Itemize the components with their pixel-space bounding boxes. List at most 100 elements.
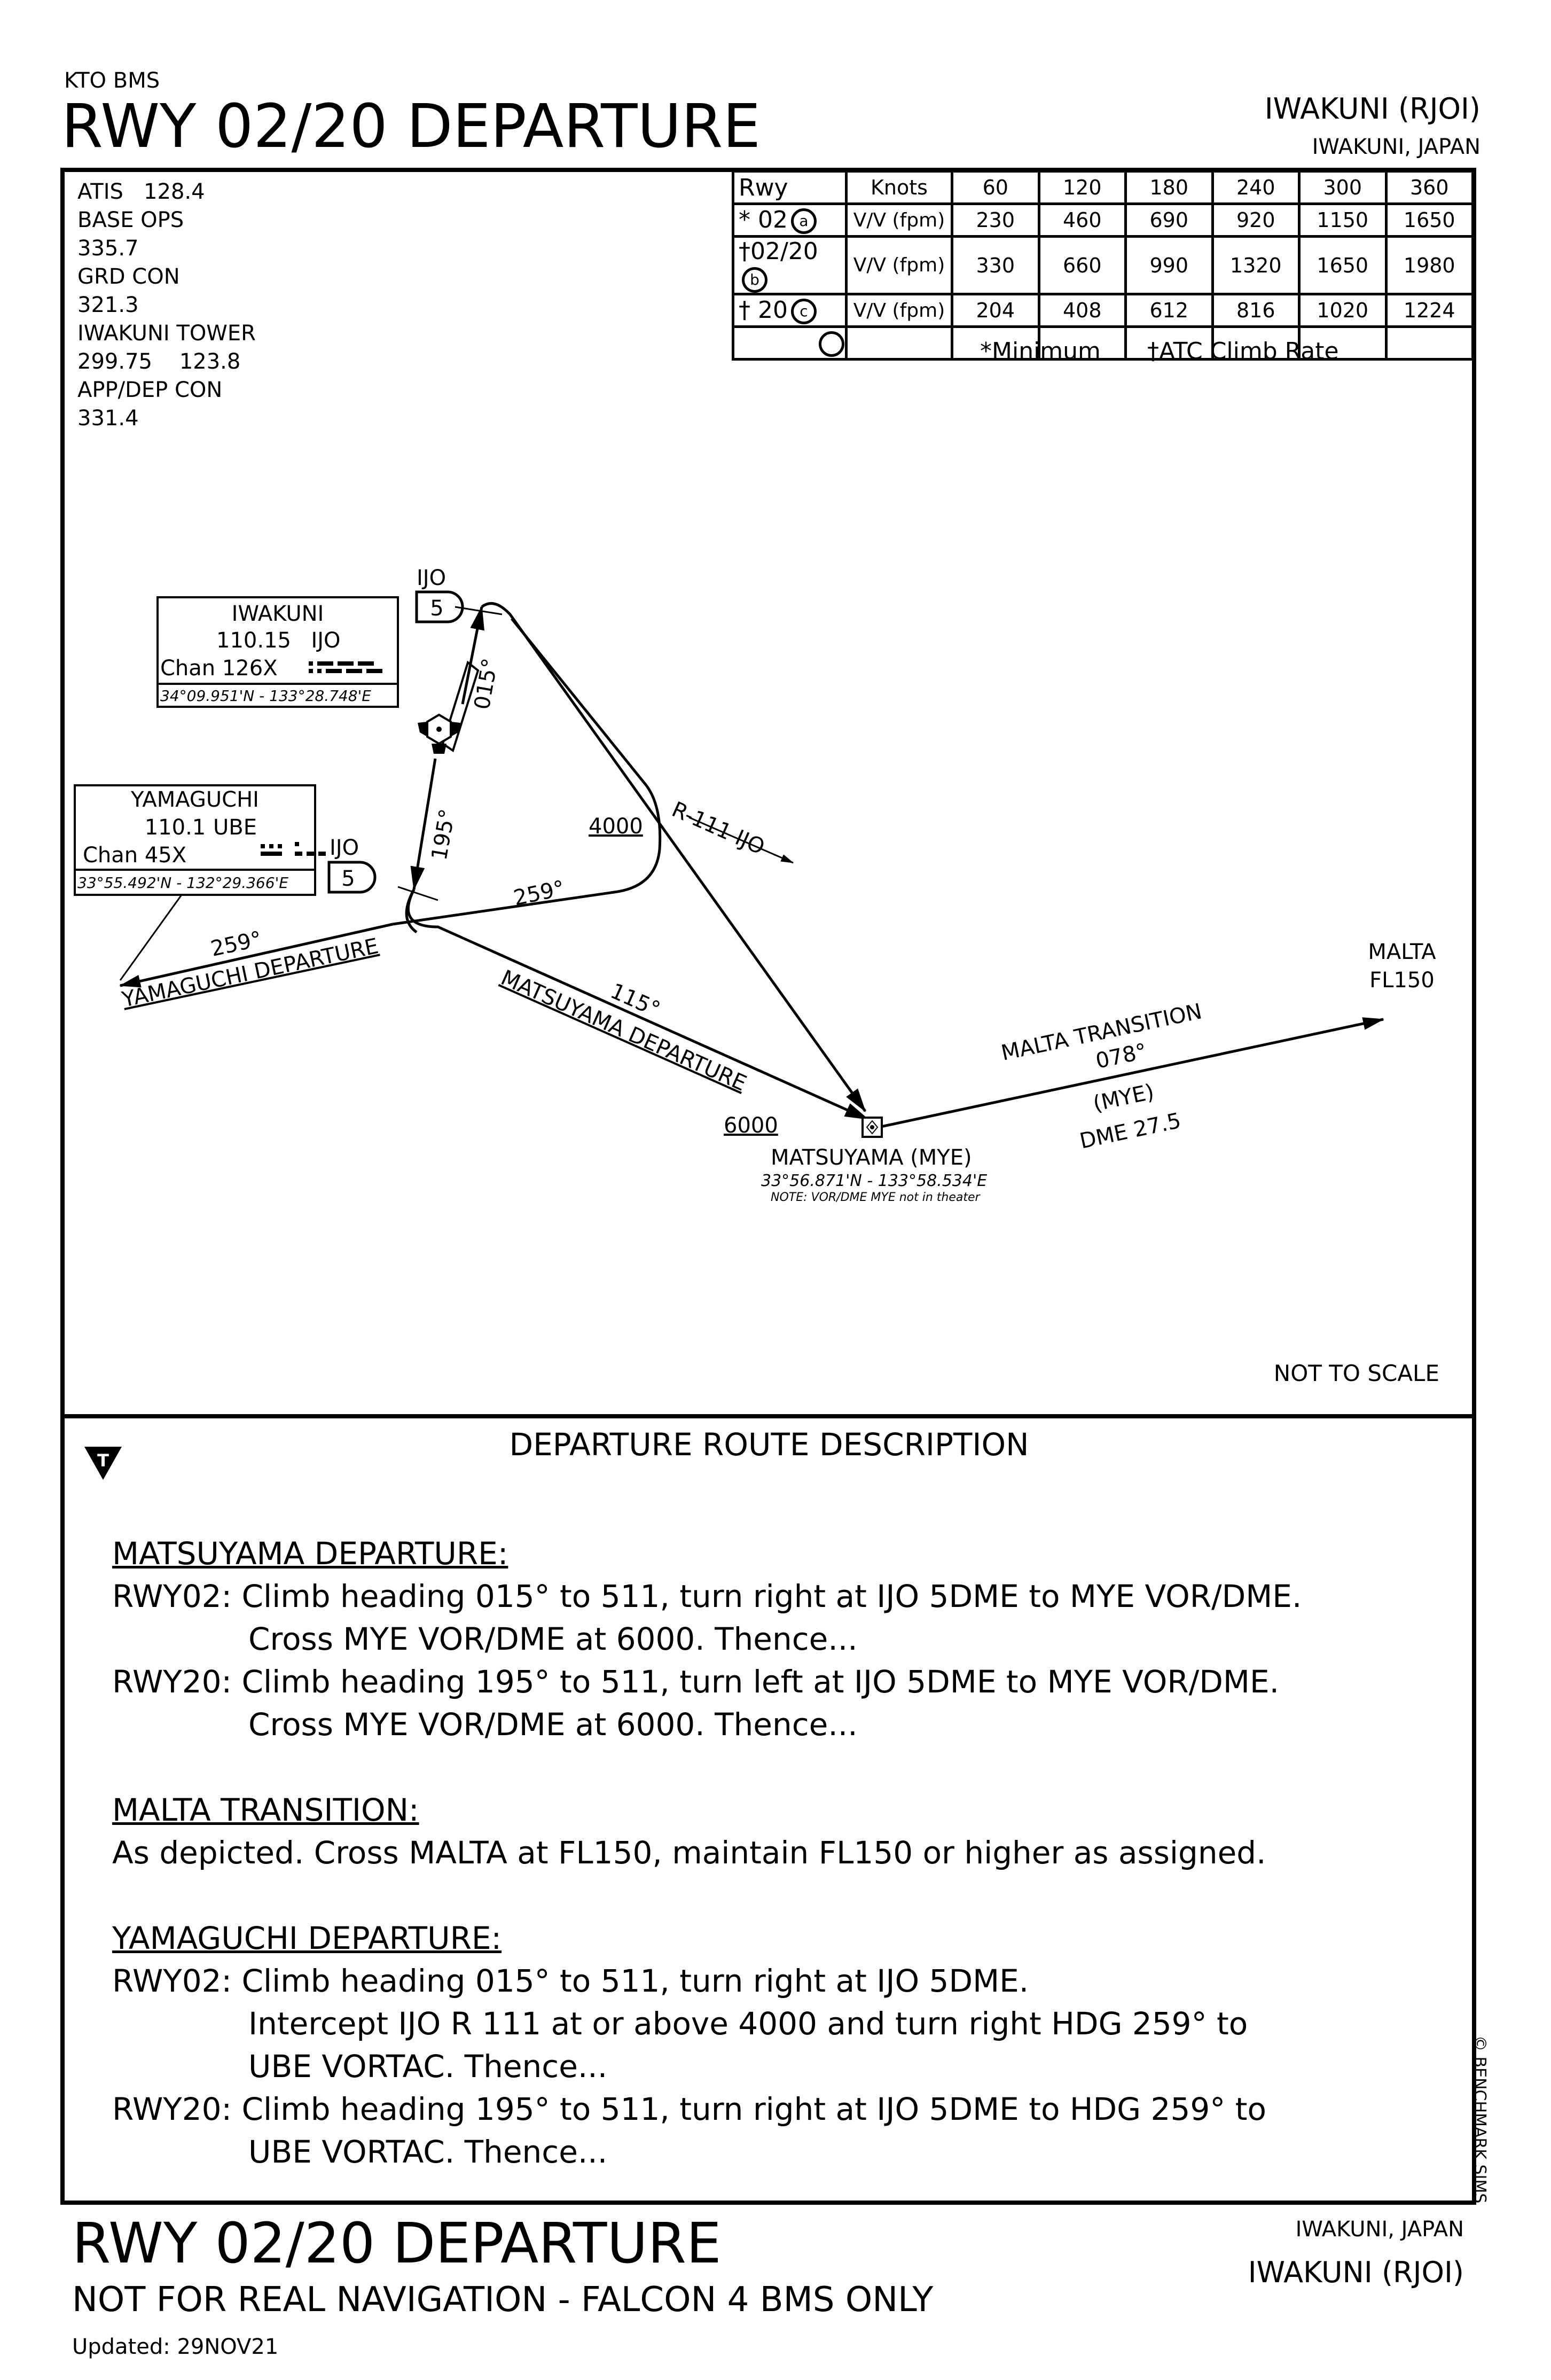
table-cell: 408 <box>1037 293 1127 328</box>
label-r111: R-111 IJO <box>668 797 768 860</box>
footer-updated: Updated: 29NOV21 <box>72 2335 279 2359</box>
table-cell: 816 <box>1211 293 1301 328</box>
morse-code <box>261 842 326 856</box>
description-line: RWY20: Climb heading 195° to 511, turn r… <box>112 2091 1266 2127</box>
description-line: Intercept IJO R 111 at or above 4000 and… <box>248 2006 1248 2042</box>
table-cell <box>1298 325 1388 361</box>
description-section-yamaguchi: YAMAGUCHI DEPARTURE: RWY02: Climb headin… <box>112 1917 1266 2173</box>
label-259-upper: 259° <box>512 876 567 911</box>
rwy20-climb-195 <box>410 758 437 891</box>
table-header-row: Rwy Knots 60 120 180 240 300 360 <box>732 170 1474 205</box>
table-header-cell: 300 <box>1298 170 1388 205</box>
table-header-cell: 360 <box>1384 170 1474 205</box>
chart-frame <box>60 168 1476 2205</box>
morse-code <box>309 661 382 673</box>
description-line: UBE VORTAC. Thence... <box>248 2134 608 2170</box>
description-section-matsuyama: MATSUYAMA DEPARTURE: RWY02: Climb headin… <box>112 1532 1302 1746</box>
table-cell-rwy: †02/20b <box>732 235 848 295</box>
table-cell: 1650 <box>1298 235 1388 295</box>
table-header-cell: Rwy <box>732 170 848 205</box>
rwy02-climb-015 <box>461 605 484 705</box>
description-title: DEPARTURE ROUTE DESCRIPTION <box>509 1426 1029 1463</box>
freq-base-ops: BASE OPS <box>77 208 184 232</box>
chart-source: KTO BMS <box>64 68 160 93</box>
footer-airport: IWAKUNI (RJOI) <box>1248 2256 1464 2289</box>
description-line: Cross MYE VOR/DME at 6000. Thence... <box>248 1621 858 1657</box>
table-cell <box>1124 325 1214 361</box>
hdg-259-to-ube <box>119 923 393 988</box>
ijo5-tick-south <box>397 886 438 901</box>
not-to-scale: NOT TO SCALE <box>1274 1360 1439 1386</box>
navaid-channel: Chan 45X <box>83 843 186 868</box>
footer-city: IWAKUNI, JAPAN <box>1295 2217 1464 2242</box>
route-lines <box>119 602 1384 1129</box>
label-matsuyama-name: MATSUYAMA (MYE) <box>771 1145 972 1170</box>
table-row <box>732 325 1474 361</box>
navaid-freq: 110.1 <box>145 815 206 840</box>
table-cell: V/V (fpm) <box>845 293 953 328</box>
turn-to-259-from-north <box>392 618 662 926</box>
frequency-list: ATIS 128.4 BASE OPS 335.7 GRD CON 321.3 … <box>77 178 256 433</box>
table-header-cell: 240 <box>1211 170 1301 205</box>
runway-code-circle: a <box>790 208 817 234</box>
label-matsuyama-note: NOTE: VOR/DME MYE not in theater <box>771 1191 981 1204</box>
navaid-ident: UBE <box>213 815 257 840</box>
table-cell: 1020 <box>1298 293 1388 328</box>
r111-ijo-radial <box>688 816 794 864</box>
iwakuni-vortac-icon <box>418 713 460 754</box>
ube-leader <box>119 894 183 981</box>
runway-code-circle: b <box>742 267 767 293</box>
takeoff-minimums-icon: T <box>84 1447 122 1480</box>
description-line: UBE VORTAC. Thence... <box>248 2048 608 2085</box>
right-turn-to-mye <box>481 602 867 1112</box>
runway-code-circle: c <box>790 299 817 324</box>
table-cell: V/V (fpm) <box>845 202 953 238</box>
table-cell: 660 <box>1037 235 1127 295</box>
label-dme: DME 27.5 <box>1078 1109 1184 1154</box>
mye-to-malta <box>878 1017 1384 1129</box>
fix-dme: 5 <box>430 596 443 621</box>
copyright-notice: © BENCHMARK SIMS <box>1470 2035 1489 2204</box>
table-cell <box>951 325 1040 361</box>
iwakuni-navaid-box: IWAKUNI 110.15 IJO Chan 126X 34°09.951'N… <box>156 596 399 708</box>
freq-atis: ATIS 128.4 <box>77 180 205 204</box>
label-195: 195° <box>427 807 460 862</box>
label-mye: (MYE) <box>1091 1080 1156 1117</box>
table-cell: 204 <box>951 293 1040 328</box>
freq-grd-con-value: 321.3 <box>77 293 139 317</box>
airport-name: IWAKUNI (RJOI) <box>1264 92 1480 126</box>
label-015: 015° <box>470 657 503 712</box>
label-4000: 4000 <box>589 814 643 839</box>
table-cell: V/V (fpm) <box>845 235 953 295</box>
ijo5-fix-south: IJO 5 <box>327 836 377 894</box>
table-cell: 990 <box>1124 235 1214 295</box>
table-cell <box>845 325 953 361</box>
runway-code-circle <box>819 331 844 357</box>
freq-app-dep-value: 331.4 <box>77 406 139 431</box>
ijo5-fix-north: IJO 5 <box>415 566 464 623</box>
table-header-cell: 120 <box>1037 170 1127 205</box>
table-cell: 920 <box>1211 202 1301 238</box>
airport-city: IWAKUNI, JAPAN <box>1312 135 1480 159</box>
table-cell <box>1211 325 1301 361</box>
turn-from-south <box>405 888 418 934</box>
yamaguchi-navaid-box: YAMAGUCHI 110.1 UBE Chan 45X 33°55.492'N… <box>74 784 326 896</box>
table-cell: 690 <box>1124 202 1214 238</box>
page-title: RWY 02/20 DEPARTURE <box>61 92 761 161</box>
fix-ident: IJO <box>330 836 359 860</box>
ijo5-tick-north <box>455 606 503 615</box>
table-cell: 1320 <box>1211 235 1301 295</box>
freq-base-ops-value: 335.7 <box>77 236 139 261</box>
freq-app-dep: APP/DEP CON <box>77 378 223 402</box>
description-line: RWY02: Climb heading 015° to 511, turn r… <box>112 1963 1029 1999</box>
navaid-channel: Chan 126X <box>160 656 278 681</box>
table-cell: 330 <box>951 235 1040 295</box>
table-cell: 1980 <box>1384 235 1474 295</box>
freq-tower: IWAKUNI TOWER <box>77 321 256 346</box>
label-matsuyama-coords: 33°56.871'N - 133°58.534'E <box>761 1172 987 1190</box>
footer-disclaimer: NOT FOR REAL NAVIGATION - FALCON 4 BMS O… <box>72 2280 934 2320</box>
